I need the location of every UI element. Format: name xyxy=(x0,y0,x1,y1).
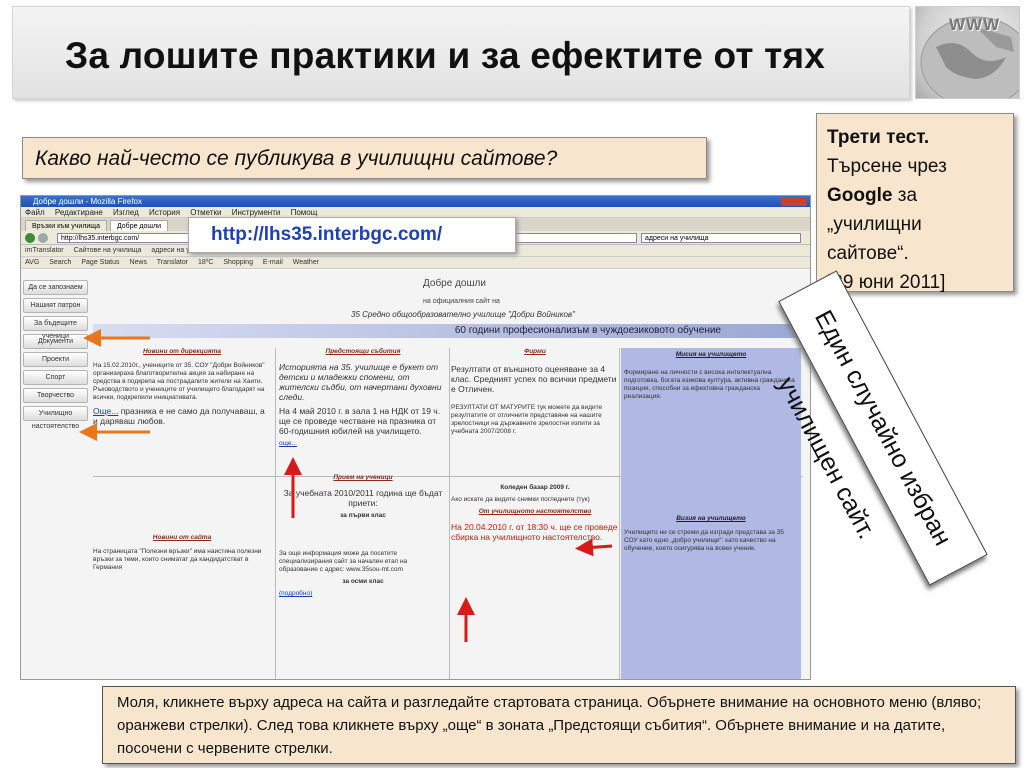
toolbar-search[interactable]: Search xyxy=(49,259,72,266)
results-heading: Фирми xyxy=(524,348,546,355)
column-divider xyxy=(449,348,450,679)
menu-bookmarks[interactable]: Отметки xyxy=(190,208,222,217)
menu-edit[interactable]: Редактиране xyxy=(54,208,103,217)
admission-details-link[interactable]: (подробно) xyxy=(279,590,313,597)
admission-text: За учебната 2010/2011 година ще бъдат пр… xyxy=(283,488,443,508)
management-news-text: На 15.02.2010г., учениците от 35. СОУ "Д… xyxy=(93,362,265,401)
column-upcoming-events: Предстоящи събития Историята на 35. учил… xyxy=(279,348,447,602)
menu-file[interactable]: Файл xyxy=(25,208,45,217)
column-results: Фирми Резултати от външното оценяване за… xyxy=(451,348,619,546)
nav-projects[interactable]: Проекти xyxy=(23,352,88,367)
admission-first-grade: за първи клас xyxy=(340,512,386,519)
site-news-heading: Новини от сайта xyxy=(152,534,212,541)
events-celebration-text: На 4 май 2010 г. в зала 1 на НДК от 19 ч… xyxy=(279,406,441,436)
column-management-news: Новини от дирекцията На 15.02.2010г., уч… xyxy=(93,348,271,576)
admission-eighth-grade: за осми клас xyxy=(342,578,384,585)
events-more-link[interactable]: още... xyxy=(279,440,297,447)
nav-creativity[interactable]: Творчество xyxy=(23,388,88,403)
question-box: Какво най-често се публикува в училищни … xyxy=(22,137,707,179)
column-divider xyxy=(275,348,276,679)
menu-history[interactable]: История xyxy=(149,208,181,217)
mission-text: Формиране на личности с висока интелекту… xyxy=(624,369,795,400)
toolbar-weather[interactable]: Weather xyxy=(292,259,320,266)
nav-patron[interactable]: Нашият патрон xyxy=(23,298,88,313)
christmas-bazaar-text: Ако искате да видите снимки погледнете (… xyxy=(451,496,590,503)
title-bar: За лошите практики и за ефектите от тях xyxy=(12,6,910,99)
test-line-3: Google за xyxy=(827,185,918,206)
browser-toolbar-2: AVG Search Page Status News Translator 1… xyxy=(21,257,810,269)
test-line-1: Трети тест. xyxy=(827,127,930,148)
welcome-heading: Добре дошли xyxy=(423,278,486,289)
vision-text: Училището ни се стреми да изгради предст… xyxy=(624,529,784,552)
toolbar-avg[interactable]: AVG xyxy=(25,259,40,266)
column-divider xyxy=(619,348,620,679)
school-name: 35 Средно общообразователно училище "Доб… xyxy=(351,310,575,319)
toolbar-translator[interactable]: Translator xyxy=(156,259,189,266)
question-text: Какво най-често се публикува в училищни … xyxy=(35,147,558,170)
results-grade4-text: Резултати от външното оценяване за 4 кла… xyxy=(451,364,617,394)
menu-view[interactable]: Изглед xyxy=(113,208,139,217)
toolbar-page-status[interactable]: Page Status xyxy=(81,259,120,266)
menu-help[interactable]: Помощ xyxy=(290,208,318,217)
admission-heading: Прием на ученици xyxy=(333,474,393,481)
test-line-6: [29 юни 2011] xyxy=(827,272,946,293)
toolbar-school-addresses[interactable]: адреси на училищ xyxy=(151,247,212,254)
tab-school-links[interactable]: Връзки към училища xyxy=(25,220,107,231)
nav-documents[interactable]: Документи xyxy=(23,334,88,349)
upcoming-events-heading: Предстоящи събития xyxy=(325,348,401,355)
management-news-text-2: Още... празника е не само да получаваш, … xyxy=(93,406,265,426)
toolbar-shopping[interactable]: Shopping xyxy=(223,259,253,266)
logo-text: WWW xyxy=(949,15,1001,34)
nav-school-board[interactable]: Училищно настоятелство xyxy=(23,406,88,430)
welcome-subheading: на официалния сайт на xyxy=(423,298,500,305)
toolbar-temperature: 18ºC xyxy=(198,259,214,266)
browser-screenshot: Добре дошли - Mozilla Firefox Файл Редак… xyxy=(20,195,811,680)
slide-title: За лошите практики и за ефектите от тях xyxy=(65,35,826,76)
test-line-2: Търсене чрез xyxy=(827,156,947,177)
events-history-text: Историята на 35. училище е букет от детс… xyxy=(279,362,442,402)
nav-sport[interactable]: Спорт xyxy=(23,370,88,385)
column-mission: Мисия на училището Формиране на личности… xyxy=(621,348,801,679)
admission-info-text: За още информация може да посетите специ… xyxy=(279,550,408,573)
instructions-box: Моля, кликнете върху адреса на сайта и р… xyxy=(102,686,1016,764)
forward-icon[interactable] xyxy=(38,233,48,243)
spacer xyxy=(93,430,271,534)
toolbar-school-sites[interactable]: Сайтове на училища xyxy=(73,247,142,254)
menu-tools[interactable]: Инструменти xyxy=(231,208,281,217)
school-board-heading: От училищното настоятелство xyxy=(478,508,592,515)
management-news-heading: Новини от дирекцията xyxy=(142,348,222,355)
school-site-link[interactable]: http://lhs35.interbgc.com/ xyxy=(188,217,516,253)
vision-heading: Визия на училището xyxy=(676,515,746,522)
more-link[interactable]: Още... xyxy=(93,406,119,416)
christmas-bazaar-title: Коледен базар 2009 г. xyxy=(500,484,570,491)
test-line-4: „училищни xyxy=(827,214,922,235)
school-board-meeting-text: На 20.04.2010 г. от 18:30 ч. ще се прове… xyxy=(451,522,618,542)
toolbar-email[interactable]: E-mail xyxy=(262,259,283,266)
spacer xyxy=(279,524,447,550)
window-controls[interactable] xyxy=(781,197,807,206)
browser-search-input[interactable]: адреси на училища xyxy=(641,233,801,243)
nav-about-us[interactable]: Да се запознаем xyxy=(23,280,88,295)
tab-welcome[interactable]: Добре дошли xyxy=(109,220,169,231)
spacer xyxy=(279,452,447,474)
test-info-box: Трети тест. Търсене чрез Google за „учил… xyxy=(816,113,1014,293)
row-divider xyxy=(93,476,803,477)
back-icon[interactable] xyxy=(25,233,35,243)
browser-title-bar: Добре дошли - Mozilla Firefox xyxy=(21,196,810,207)
site-news-text: На страницата "Полезни връзки" има наист… xyxy=(93,548,262,571)
toolbar-imtranslator[interactable]: imTranslator xyxy=(25,247,64,254)
toolbar-news[interactable]: News xyxy=(129,259,147,266)
results-matura-text: РЕЗУЛТАТИ ОТ МАТУРИТЕ тук можете да види… xyxy=(451,404,603,435)
nav-future-students[interactable]: За бъдещите ученици xyxy=(23,316,88,340)
test-line-5: сайтове“. xyxy=(827,243,909,264)
spacer xyxy=(451,440,619,484)
mission-heading: Мисия на училището xyxy=(675,351,747,358)
www-globe-logo: WWW xyxy=(915,6,1020,99)
school-web-page: Да се запознаем Нашият патрон За бъдещит… xyxy=(21,270,810,679)
anniversary-banner: 60 години професионализъм в чуждоезиково… xyxy=(93,324,810,338)
globe-icon xyxy=(920,16,1019,98)
school-main-menu: Да се запознаем Нашият патрон За бъдещит… xyxy=(23,280,88,430)
